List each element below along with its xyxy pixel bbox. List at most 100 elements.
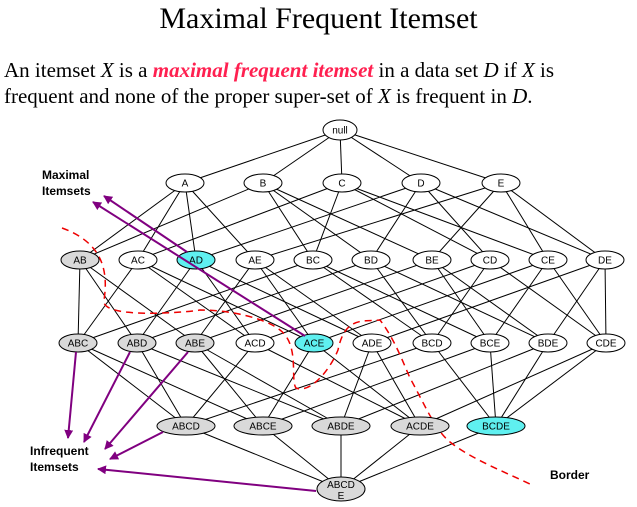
arrow-abcde-to-infrequent: [97, 465, 317, 492]
node-ellipse: [118, 250, 158, 270]
itemset-node-null: null: [322, 119, 358, 141]
node-label: BCD: [421, 339, 442, 350]
edge-a-ab: [79, 182, 186, 261]
edge-b-be: [262, 182, 433, 261]
edge-null-a: [184, 129, 341, 184]
arrow-ad-to-maximal: [103, 195, 188, 253]
def-text: is a: [113, 58, 153, 82]
edge-d-de: [420, 182, 606, 261]
infrequent-itemsets-label-line1: Infrequent: [30, 444, 89, 458]
edge-b-ab: [79, 182, 264, 261]
edge-ab-abe: [79, 259, 196, 344]
edge-null-b: [262, 129, 341, 184]
def-text: is frequent in: [390, 84, 513, 108]
def-text: frequent and none of the proper super-se…: [4, 84, 378, 108]
edge-ad-abd: [136, 259, 197, 344]
edge-ac-abc: [77, 259, 139, 344]
edge-ade-acde: [371, 342, 421, 427]
node-ellipse: [156, 416, 216, 436]
edge-ace-abce: [262, 342, 315, 427]
edge-e-be: [431, 182, 502, 261]
itemset-node-cd: CD: [470, 250, 510, 270]
node-label: ADE: [362, 339, 383, 350]
node-ellipse: [58, 333, 98, 353]
edge-abe-abde: [194, 342, 342, 427]
itemset-node-abde: ABDE: [311, 416, 371, 436]
node-ellipse: [352, 333, 392, 353]
node-label: ABCD: [172, 422, 200, 433]
def-text: .: [527, 84, 533, 108]
node-ellipse: [316, 476, 366, 502]
edge-cd-acd: [254, 259, 491, 344]
node-label: E: [498, 179, 505, 190]
edge-bd-bde: [370, 259, 549, 344]
itemset-node-ce: CE: [528, 250, 568, 270]
edge-e-ae: [254, 182, 502, 261]
edge-acd-abcd: [185, 342, 256, 427]
edge-c-bc: [312, 182, 343, 261]
node-ellipse: [175, 333, 215, 353]
node-label: ABC: [68, 339, 89, 350]
itemset-node-abce: ABCE: [233, 416, 293, 436]
edge-null-d: [339, 129, 422, 184]
node-ellipse: [294, 333, 334, 353]
node-label: ABD: [127, 339, 148, 350]
node-label: ACDE: [406, 422, 434, 433]
edge-cd-cde: [489, 259, 607, 344]
def-var: D: [483, 58, 499, 82]
edge-bcd-abcd: [185, 342, 433, 427]
node-label: BDE: [538, 339, 559, 350]
node-label: AC: [131, 256, 145, 267]
itemset-node-ab: AB: [60, 250, 100, 270]
arrow-abd-to-infrequent: [83, 351, 131, 443]
node-label: BC: [306, 256, 320, 267]
node-ellipse: [528, 333, 568, 353]
itemset-node-be: BE: [412, 250, 452, 270]
node-label: CDE: [595, 339, 616, 350]
arrow-abc-to-infrequent: [64, 351, 77, 439]
itemset-node-bcde: BCDE: [466, 416, 526, 436]
edge-bde-abde: [340, 342, 549, 427]
node-ellipse: [293, 250, 333, 270]
def-var: X: [521, 58, 535, 82]
node-ellipse: [176, 250, 216, 270]
def-text: An itemset: [4, 58, 101, 82]
edge-bc-abc: [77, 259, 314, 344]
edge-abd-abde: [136, 342, 342, 427]
edge-bce-bcde: [489, 342, 497, 427]
node-label: BE: [425, 256, 439, 267]
node-label: BCDE: [482, 422, 510, 433]
edge-d-bd: [370, 182, 422, 261]
edge-bde-bcde: [495, 342, 549, 427]
edge-c-ce: [341, 182, 549, 261]
node-ellipse: [233, 416, 293, 436]
itemset-node-a: A: [165, 173, 205, 193]
node-label: AE: [248, 256, 262, 267]
node-ellipse: [235, 333, 275, 353]
itemset-node-ac: AC: [118, 250, 158, 270]
infrequent-itemsets-label-line2: Itemsets: [30, 460, 79, 474]
edge-ae-abe: [194, 259, 256, 344]
edge-c-ac: [137, 182, 343, 261]
edge-b-bd: [262, 182, 372, 261]
itemset-node-abd: ABD: [117, 333, 157, 353]
arrow-abcd-to-infrequent: [109, 431, 164, 460]
edge-de-bde: [547, 259, 606, 344]
edge-c-cd: [341, 182, 491, 261]
itemset-node-b: B: [243, 173, 283, 193]
node-label: ABDE: [327, 422, 355, 433]
node-ellipse: [390, 416, 450, 436]
definition-line-2: frequent and none of the proper super-se…: [4, 84, 533, 109]
edge-abc-abce: [77, 342, 264, 427]
edge-b-bc: [262, 182, 314, 261]
edge-a-ad: [184, 182, 197, 261]
edge-bd-abd: [136, 259, 372, 344]
node-ellipse: [470, 333, 510, 353]
def-text: is: [534, 58, 555, 82]
page-title: Maximal Frequent Itemset: [159, 2, 478, 35]
edge-null-e: [339, 129, 502, 184]
node-ellipse: [60, 250, 100, 270]
itemset-node-ade: ADE: [352, 333, 392, 353]
node-ellipse: [243, 173, 283, 193]
